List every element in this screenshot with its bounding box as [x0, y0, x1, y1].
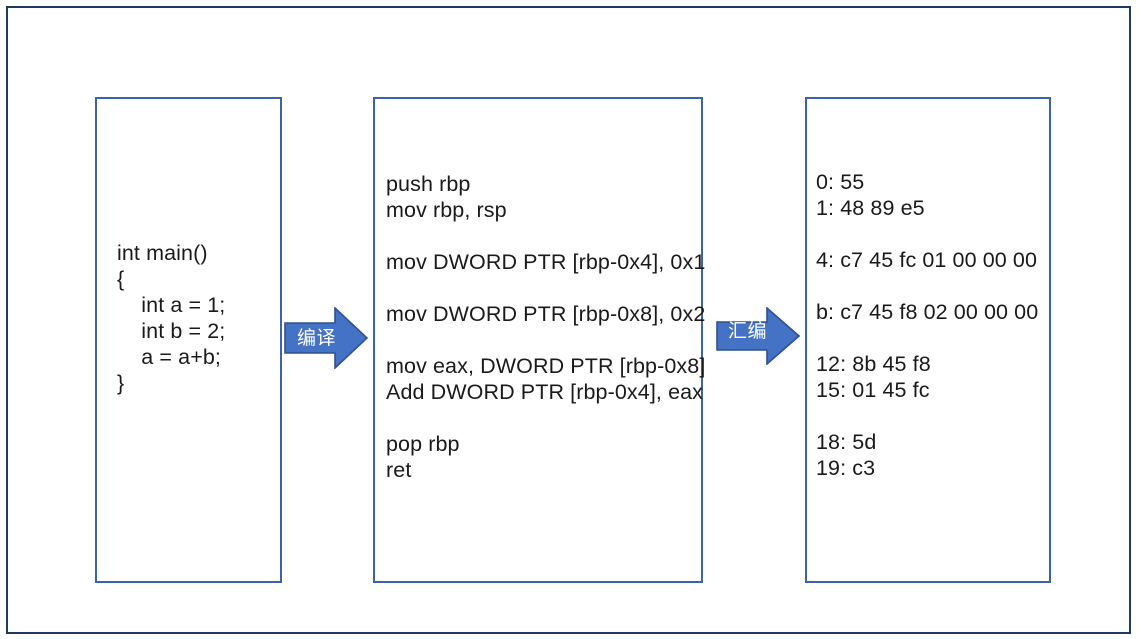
assembly-code-box: [373, 97, 703, 583]
arrow-right-icon: [716, 307, 800, 365]
arrow-right-icon: [284, 307, 368, 369]
assemble-arrow-label: 汇编: [728, 321, 768, 342]
assemble-arrow: [716, 307, 800, 365]
compile-arrow: [284, 307, 368, 369]
slide-frame: int main() { int a = 1; int b = 2; a = a…: [6, 6, 1131, 634]
assembly-code-text: push rbp mov rbp, rsp mov DWORD PTR [rbp…: [386, 172, 706, 482]
source-code-box: [95, 97, 282, 583]
machine-code-box: [805, 97, 1051, 583]
machine-code-text: 0: 55 1: 48 89 e5 4: c7 45 fc 01 00 00 0…: [816, 170, 1039, 480]
compile-arrow-label: 编译: [297, 328, 337, 349]
source-code-text: int main() { int a = 1; int b = 2; a = a…: [117, 241, 226, 395]
